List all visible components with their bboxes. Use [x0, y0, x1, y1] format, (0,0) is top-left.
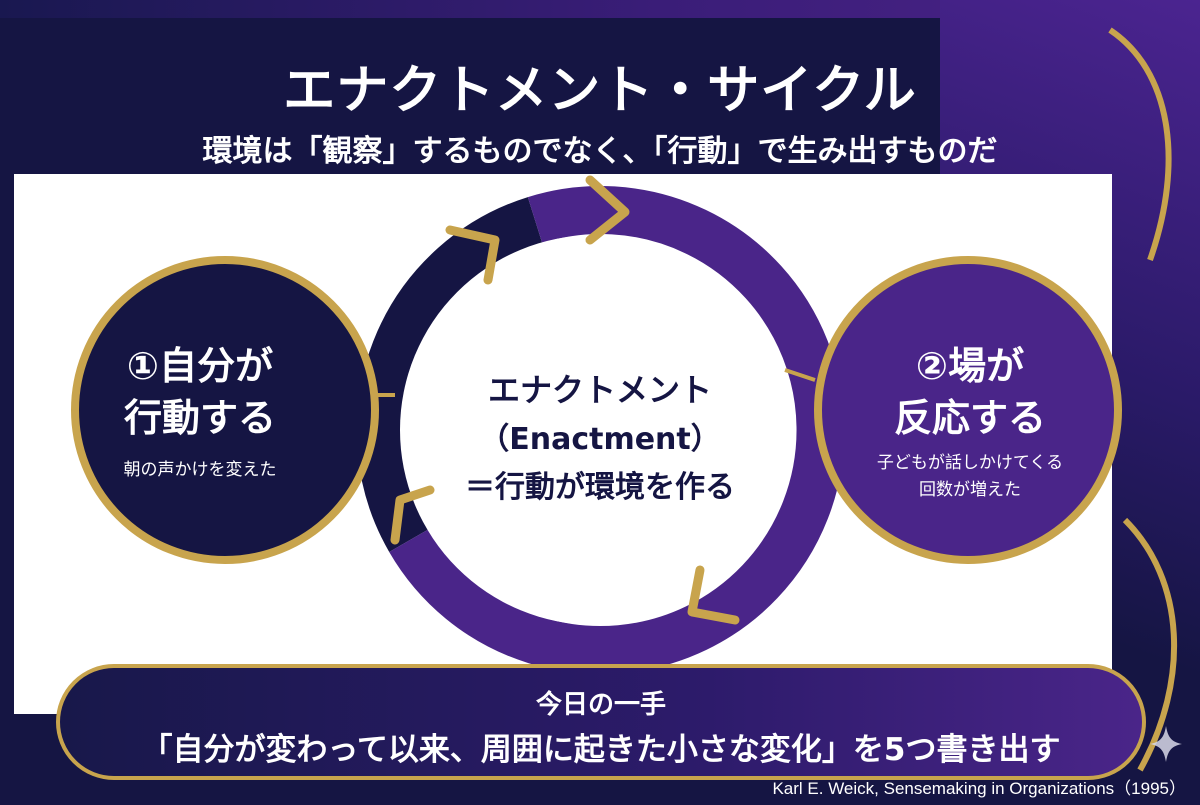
citation: Karl E. Weick, Sensemaking in Organizati…	[772, 779, 1186, 798]
left-node-circle	[71, 256, 379, 564]
arrow-icon	[445, 225, 500, 285]
center-label-line2: （Enactment）	[479, 422, 721, 457]
left-node-title: ①自分が 行動する	[80, 340, 320, 444]
right-node-description-line1: 子どもが話しかけてくる	[876, 453, 1064, 473]
left-node-title-line2: 行動する	[123, 396, 276, 440]
center-disc	[400, 235, 790, 625]
right-node-title: ②場が 反応する	[850, 340, 1090, 444]
arrow-icon	[585, 175, 630, 245]
gold-curve-top-right	[1108, 27, 1172, 261]
sparkle-icon	[1150, 726, 1182, 762]
gold-curve-bottom-right	[1122, 517, 1178, 772]
cycle-arc-purple	[389, 186, 845, 674]
page-title: エナクトメント・サイクル	[283, 61, 917, 121]
right-node-circle	[814, 256, 1122, 564]
right-node-title-line1: ②場が	[915, 344, 1025, 388]
arrow-icon	[687, 565, 740, 625]
connector-right	[784, 368, 816, 382]
action-title: 今日の一手	[535, 690, 666, 720]
header: エナクトメント・サイクル 環境は「観察」するものでなく、「行動」で生み出すものだ	[0, 10, 1200, 170]
cycle-arc-navy	[356, 197, 543, 552]
action-box: 今日の一手 「自分が変わって以来、周囲に起きた小さな変化」を5つ書き出す	[56, 664, 1146, 780]
right-node-title-line2: 反応する	[893, 396, 1046, 440]
center-label-line3: ＝行動が環境を作る	[465, 470, 735, 505]
left-node-description: 朝の声かけを変えた	[123, 460, 277, 480]
page-subtitle: 環境は「観察」するものでなく、「行動」で生み出すものだ	[202, 134, 998, 169]
left-node-title-line1: ①自分が	[126, 344, 274, 388]
arrow-icon	[390, 485, 435, 545]
right-node-description-line2: 回数が増えた	[919, 480, 1021, 500]
right-node-description: 子どもが話しかけてくる 回数が増えた	[830, 450, 1110, 504]
action-text: 「自分が変わって以来、周囲に起きた小さな変化」を5つ書き出す	[141, 732, 1061, 768]
background-top-stripe	[0, 0, 1200, 18]
center-label-line1: エナクトメント	[487, 371, 712, 409]
